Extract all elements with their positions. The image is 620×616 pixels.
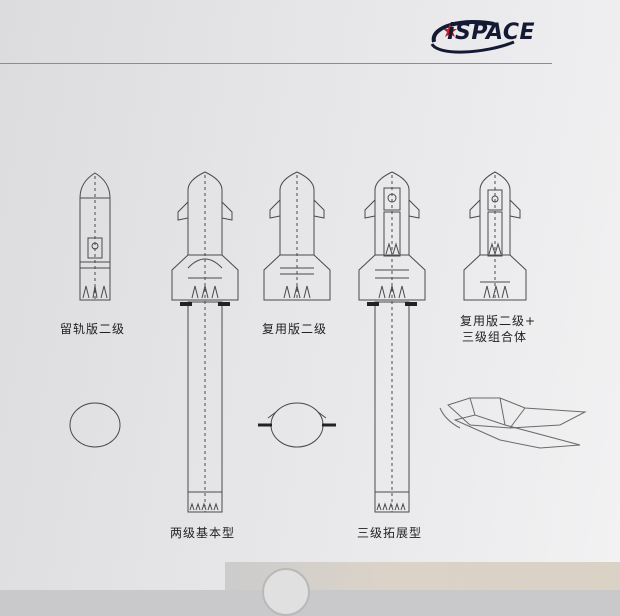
header-rule [0,63,552,64]
document-page [0,0,620,590]
rocket-two-stage-basic [171,171,239,513]
label-reusable-combo-line2: 三级组合体 [462,330,528,344]
logo-text: iSPACE [447,20,536,45]
label-orbital-second-stage: 留轨版二级 [60,322,126,336]
cross-section-orbital [69,402,121,448]
footer-emblem [262,568,310,616]
label-two-stage-basic: 两级基本型 [170,526,236,540]
rocket-reusable-combo [463,171,527,301]
cross-section-reusable [270,402,324,448]
rocket-orbital-second-stage [79,172,111,301]
rocket-configurations-drawing [69,171,587,513]
label-reusable-second-stage: 复用版二级 [262,322,328,336]
rocket-reusable-second-stage [263,171,331,301]
rocket-three-stage-extended [358,171,426,513]
label-three-stage-extended: 三级拓展型 [357,526,423,540]
ispace-logo [430,20,515,54]
label-reusable-combo-line1: 复用版二级+ [460,314,537,328]
perspective-sketch [439,397,587,449]
